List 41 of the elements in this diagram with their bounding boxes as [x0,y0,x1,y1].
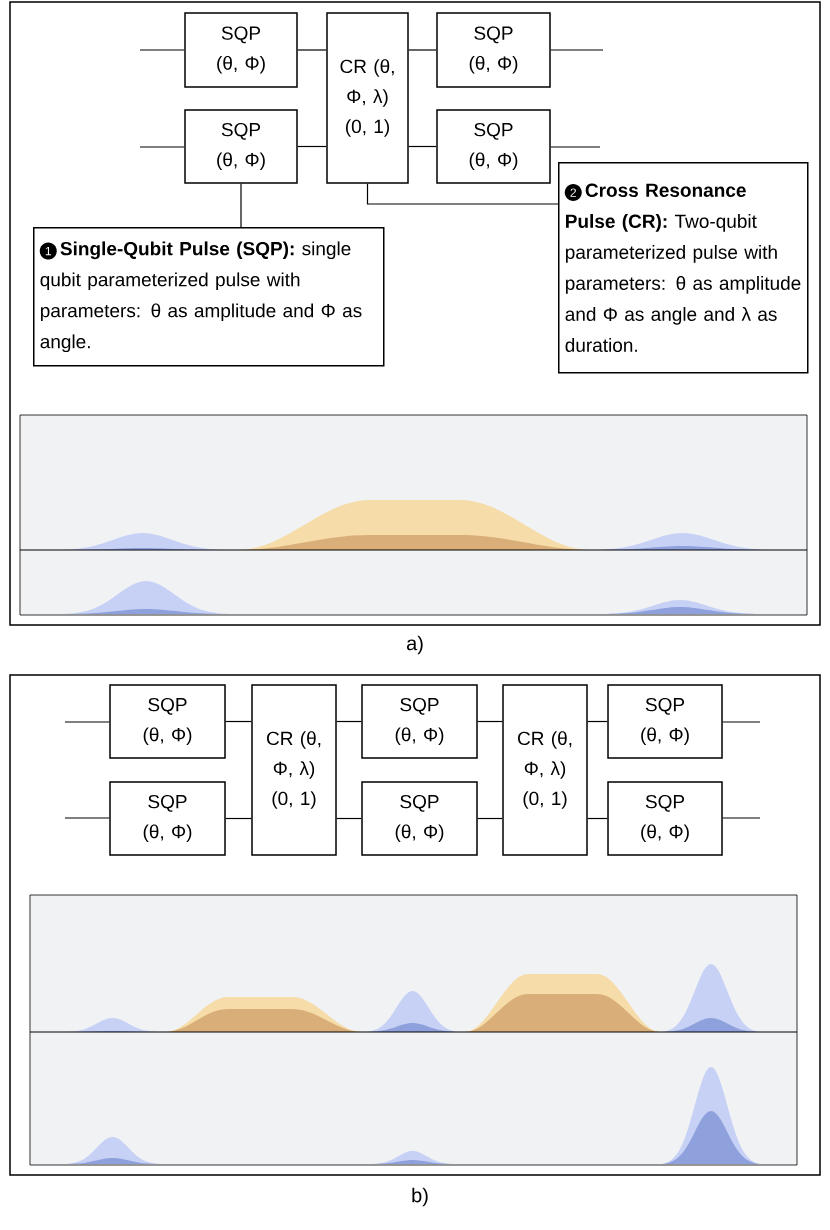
wire [408,145,437,148]
gate-box: SQP (θ, Φ) [607,781,723,856]
wire [722,721,761,723]
wire [550,49,604,51]
gate-box: CR (θ, Φ, λ) (0, 1) [502,684,588,856]
panel-label: a) [406,635,423,655]
wire [64,817,110,819]
wire [477,817,503,820]
gate-box: CR (θ, Φ, λ) (0, 1) [251,684,337,856]
leader-line [366,183,559,205]
wire [587,817,608,820]
gate-box: SQP (θ, Φ) [361,684,478,759]
wire [225,817,252,820]
gate-box: SQP (θ, Φ) [436,12,551,88]
gate-box: SQP (θ, Φ) [109,684,226,759]
callout-box: 2 Cross Resonance Pulse (CR): Two-qubit parameterized pulse with parameters: θ as amplitude and Φ as angle and λ as duration. [558,162,809,374]
number-badge: 2 [564,184,582,202]
gate-box: SQP (θ, Φ) [184,109,298,184]
wire [64,721,110,723]
wire [336,720,362,723]
wire [336,817,362,820]
wire [139,49,185,51]
wire [139,146,185,148]
wire [408,49,437,51]
wire [477,720,503,723]
gate-box: SQP (θ, Φ) [184,12,298,88]
wire [550,146,601,148]
gate-box: SQP (θ, Φ) [109,781,226,856]
wire [587,720,608,723]
wire [297,145,327,148]
gate-box: CR (θ, Φ, λ) (0, 1) [326,12,409,184]
gate-box: SQP (θ, Φ) [361,781,478,856]
gate-box: SQP (θ, Φ) [607,684,723,759]
callout-box: 1 Single-Qubit Pulse (SQP): single qubit parameterized pulse with parameters: θ as amplitude and Φ as angle. [33,227,385,367]
wire [297,49,327,51]
panel-label: b) [412,1187,428,1207]
gate-box: SQP (θ, Φ) [436,109,551,184]
wire [722,817,761,819]
number-badge: 1 [39,242,57,260]
leader-line [240,183,242,228]
wire [225,720,252,723]
